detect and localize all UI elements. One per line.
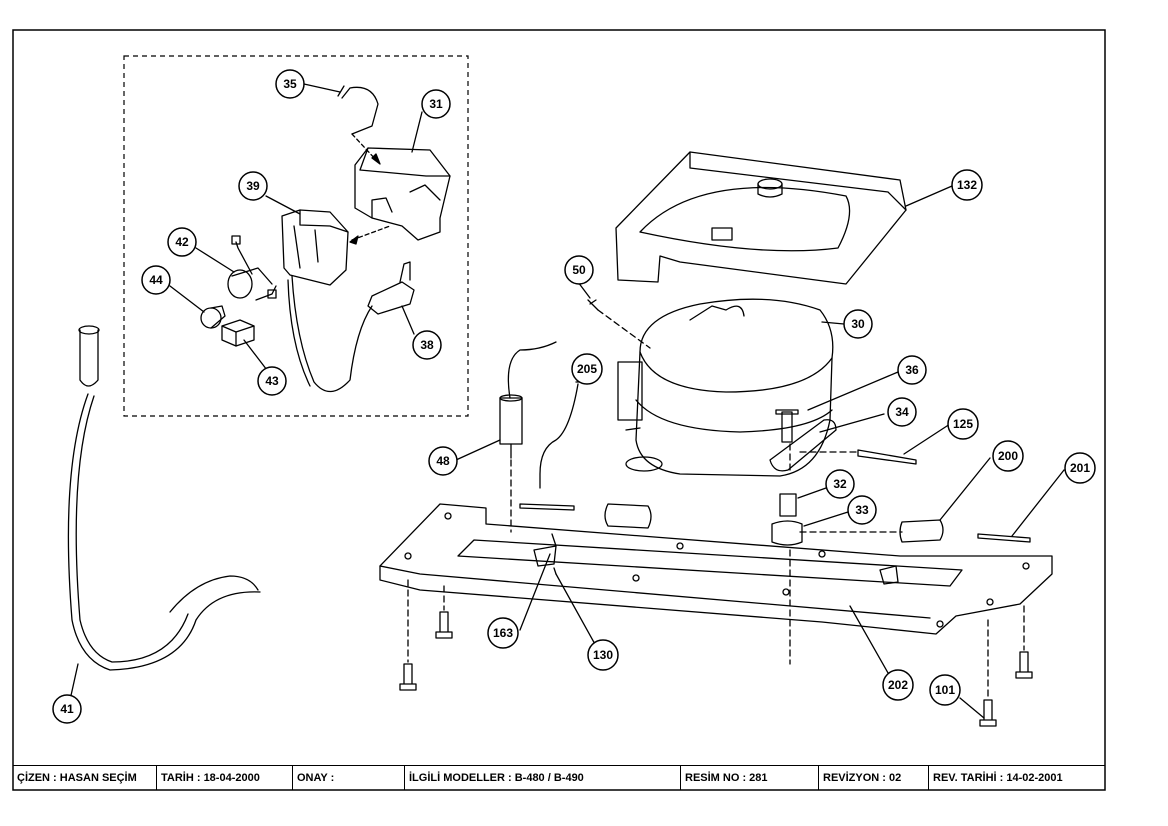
callout-label: 38: [420, 338, 434, 352]
relay-cover-part: [354, 147, 451, 241]
callout-32: 32: [825, 469, 855, 499]
callout-36: 36: [897, 355, 927, 385]
callout-label: 31: [429, 97, 443, 111]
callout-label: 36: [905, 363, 919, 377]
bracket-part: [769, 419, 837, 472]
drawing-border: [12, 29, 1106, 791]
callout-label: 202: [888, 678, 908, 692]
callout-41: 41: [52, 694, 82, 724]
callout-label: 101: [935, 683, 955, 697]
callout-42: 42: [167, 227, 197, 257]
callout-130: 130: [587, 639, 619, 671]
callout-label: 125: [953, 417, 973, 431]
revision: REVİZYON : 02: [819, 766, 929, 790]
callout-44: 44: [141, 265, 171, 295]
callout-132: 132: [951, 169, 983, 201]
power-plug-part: [287, 261, 415, 393]
callout-label: 44: [149, 273, 163, 287]
compressor-part: [617, 298, 834, 477]
drawing-number: RESİM NO : 281: [681, 766, 819, 790]
overload-cap-part: [200, 305, 226, 329]
callout-125: 125: [947, 408, 979, 440]
callout-35: 35: [275, 69, 305, 99]
related-models: İLGİLİ MODELLER : B-480 / B-490: [405, 766, 681, 790]
callout-label: 130: [593, 648, 613, 662]
small-screw-part: [551, 533, 557, 547]
callout-50: 50: [564, 255, 594, 285]
drip-tray-part: [615, 151, 907, 285]
callout-label: 39: [246, 179, 260, 193]
date: TARİH : 18-04-2000: [157, 766, 293, 790]
approval: ONAY :: [293, 766, 405, 790]
clip-part: [337, 85, 379, 135]
callout-48: 48: [428, 446, 458, 476]
drawn-by: ÇİZEN : HASAN SEÇİM: [13, 766, 157, 790]
callout-38: 38: [412, 330, 442, 360]
callout-43: 43: [257, 366, 287, 396]
grommet-part: [771, 520, 803, 546]
callout-201: 201: [1064, 452, 1096, 484]
callout-163: 163: [487, 617, 519, 649]
callout-31: 31: [421, 89, 451, 119]
callout-label: 41: [60, 702, 74, 716]
callout-39: 39: [238, 171, 268, 201]
title-block: ÇİZEN : HASAN SEÇİM TARİH : 18-04-2000 O…: [13, 765, 1105, 790]
callout-label: 42: [175, 235, 189, 249]
callout-label: 205: [577, 362, 597, 376]
callout-30: 30: [843, 309, 873, 339]
callout-label: 43: [265, 374, 279, 388]
base-plate-part: [379, 503, 1053, 635]
callout-200: 200: [992, 440, 1024, 472]
callouts: 35 31 39 42 44 43 38 132 50 30 36 34 125…: [52, 69, 1096, 724]
terminal-part: [221, 319, 255, 347]
washer-part: [553, 567, 557, 575]
long-pin-part: [977, 533, 1031, 543]
left-pin-part: [519, 503, 575, 511]
callout-label: 32: [833, 477, 847, 491]
bolt-part: [775, 409, 799, 443]
left-grommet-part: [604, 503, 652, 529]
callout-34: 34: [887, 397, 917, 427]
sleeve-part: [779, 493, 797, 517]
callout-label: 50: [572, 263, 586, 277]
callout-label: 163: [493, 626, 513, 640]
thermal-protector-part: [227, 235, 277, 301]
callout-202: 202: [882, 669, 914, 701]
rubber-grommet-part: [899, 519, 944, 543]
wire-part: [539, 383, 579, 489]
callout-label: 30: [851, 317, 865, 331]
pin-part: [857, 449, 917, 465]
foot-bolts-part: [399, 611, 1033, 727]
revision-date: REV. TARİHİ : 14-02-2001: [933, 772, 1063, 784]
callout-label: 201: [1070, 461, 1090, 475]
callout-101: 101: [929, 674, 961, 706]
callout-label: 132: [957, 178, 977, 192]
screw-part: [587, 299, 599, 311]
callout-33: 33: [847, 495, 877, 525]
callout-label: 34: [895, 405, 909, 419]
capacitor-cable-part: [67, 325, 261, 671]
callout-label: 33: [855, 503, 869, 517]
relay-part: [281, 209, 349, 286]
callout-label: 35: [283, 77, 297, 91]
callout-205: 205: [571, 353, 603, 385]
callout-label: 200: [998, 449, 1018, 463]
start-capacitor-part: [499, 341, 557, 459]
callout-label: 48: [436, 454, 450, 468]
electrical-detail-frame: [123, 55, 469, 417]
